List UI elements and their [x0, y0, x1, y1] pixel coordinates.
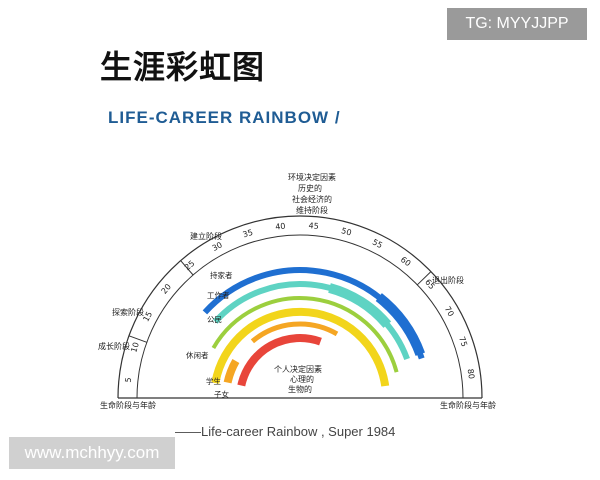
outer-factor-2: 历史的 — [298, 183, 322, 193]
role-arc-子女 — [237, 334, 322, 387]
role-arc-持家者 — [375, 293, 425, 357]
age-label: 45 — [308, 221, 319, 231]
role-arc-学生 — [250, 321, 339, 344]
role-arc-休闲者 — [211, 307, 390, 387]
role-arc-工作者 — [213, 281, 410, 361]
page-subtitle: LIFE-CAREER RAINBOW / — [108, 108, 341, 127]
page-title: 生涯彩虹图 — [100, 48, 266, 86]
outer-frame-arc — [117, 215, 483, 399]
stage-establishment-label: 建立阶段 — [190, 231, 222, 241]
inner-factor-3: 生物的 — [288, 384, 312, 394]
role-arc-公民 — [211, 295, 399, 373]
citation: ——Life-career Rainbow , Super 1984 — [175, 424, 396, 439]
watermark-bottom: www.mchhyy.com — [9, 437, 175, 469]
age-label: 70 — [443, 305, 456, 318]
age-label: 50 — [340, 226, 352, 237]
age-label: 60 — [399, 255, 413, 268]
role-label-子女: 子女 — [214, 389, 229, 399]
role-label-学生: 学生 — [206, 376, 221, 386]
stage-maintenance-label: 维持阶段 — [296, 205, 328, 215]
role-arc-学生 — [223, 358, 240, 384]
role-label-公民: 公民 — [207, 315, 222, 324]
age-ring-arc — [136, 234, 464, 399]
axis-label-left: 生命阶段与年龄 — [100, 400, 156, 410]
age-label: 5 — [124, 377, 133, 383]
outer-factor-1: 环境决定因素 — [288, 172, 336, 182]
stage-exploration-label: 探索阶段 — [112, 307, 144, 317]
age-label: 75 — [457, 335, 469, 348]
age-label: 10 — [129, 341, 141, 353]
role-label-休闲者: 休闲者 — [186, 350, 209, 360]
stage-growth-label: 成长阶段 — [98, 341, 130, 351]
role-arc-工作者 — [328, 283, 392, 329]
role-arcs — [202, 267, 425, 387]
inner-factor-2: 心理的 — [290, 374, 314, 384]
inner-factor-1: 个人决定因素 — [274, 364, 322, 374]
role-label-持家者: 持家者 — [210, 270, 233, 280]
stage-divider-tick — [180, 260, 194, 276]
age-label: 30 — [211, 240, 224, 253]
age-label: 15 — [141, 310, 154, 323]
age-label: 55 — [371, 238, 384, 251]
age-label: 25 — [183, 259, 197, 272]
age-label: 35 — [242, 228, 254, 240]
stage-divider-tick — [128, 335, 147, 343]
stage-decline-label: 退出阶段 — [432, 275, 464, 285]
stage-ticks — [128, 260, 432, 343]
age-label: 40 — [275, 222, 286, 232]
axis-label-right: 生命阶段与年龄 — [440, 400, 496, 410]
age-label: 20 — [160, 282, 173, 296]
stage-divider-tick — [416, 271, 432, 286]
outer-factor-3: 社会经济的 — [292, 194, 332, 204]
role-label-工作者: 工作者 — [207, 290, 230, 300]
watermark-top: TG: MYYJJPP — [447, 8, 587, 40]
age-label: 80 — [466, 368, 476, 379]
